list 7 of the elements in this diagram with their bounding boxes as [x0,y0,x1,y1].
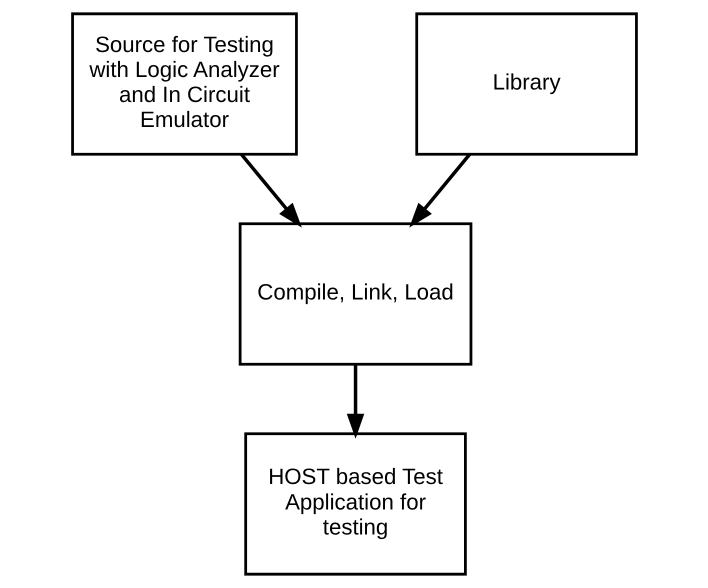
arrow [408,153,470,228]
arrow [346,364,364,439]
node-box: HOST based Test Application for testing [244,432,466,576]
node-box: Source for Testing with Logic Analyzer and In Circuit Emulator [70,12,298,156]
arrow [240,153,302,228]
node-box: Library [414,12,638,156]
node-box: Compile, Link, Load [238,222,472,366]
